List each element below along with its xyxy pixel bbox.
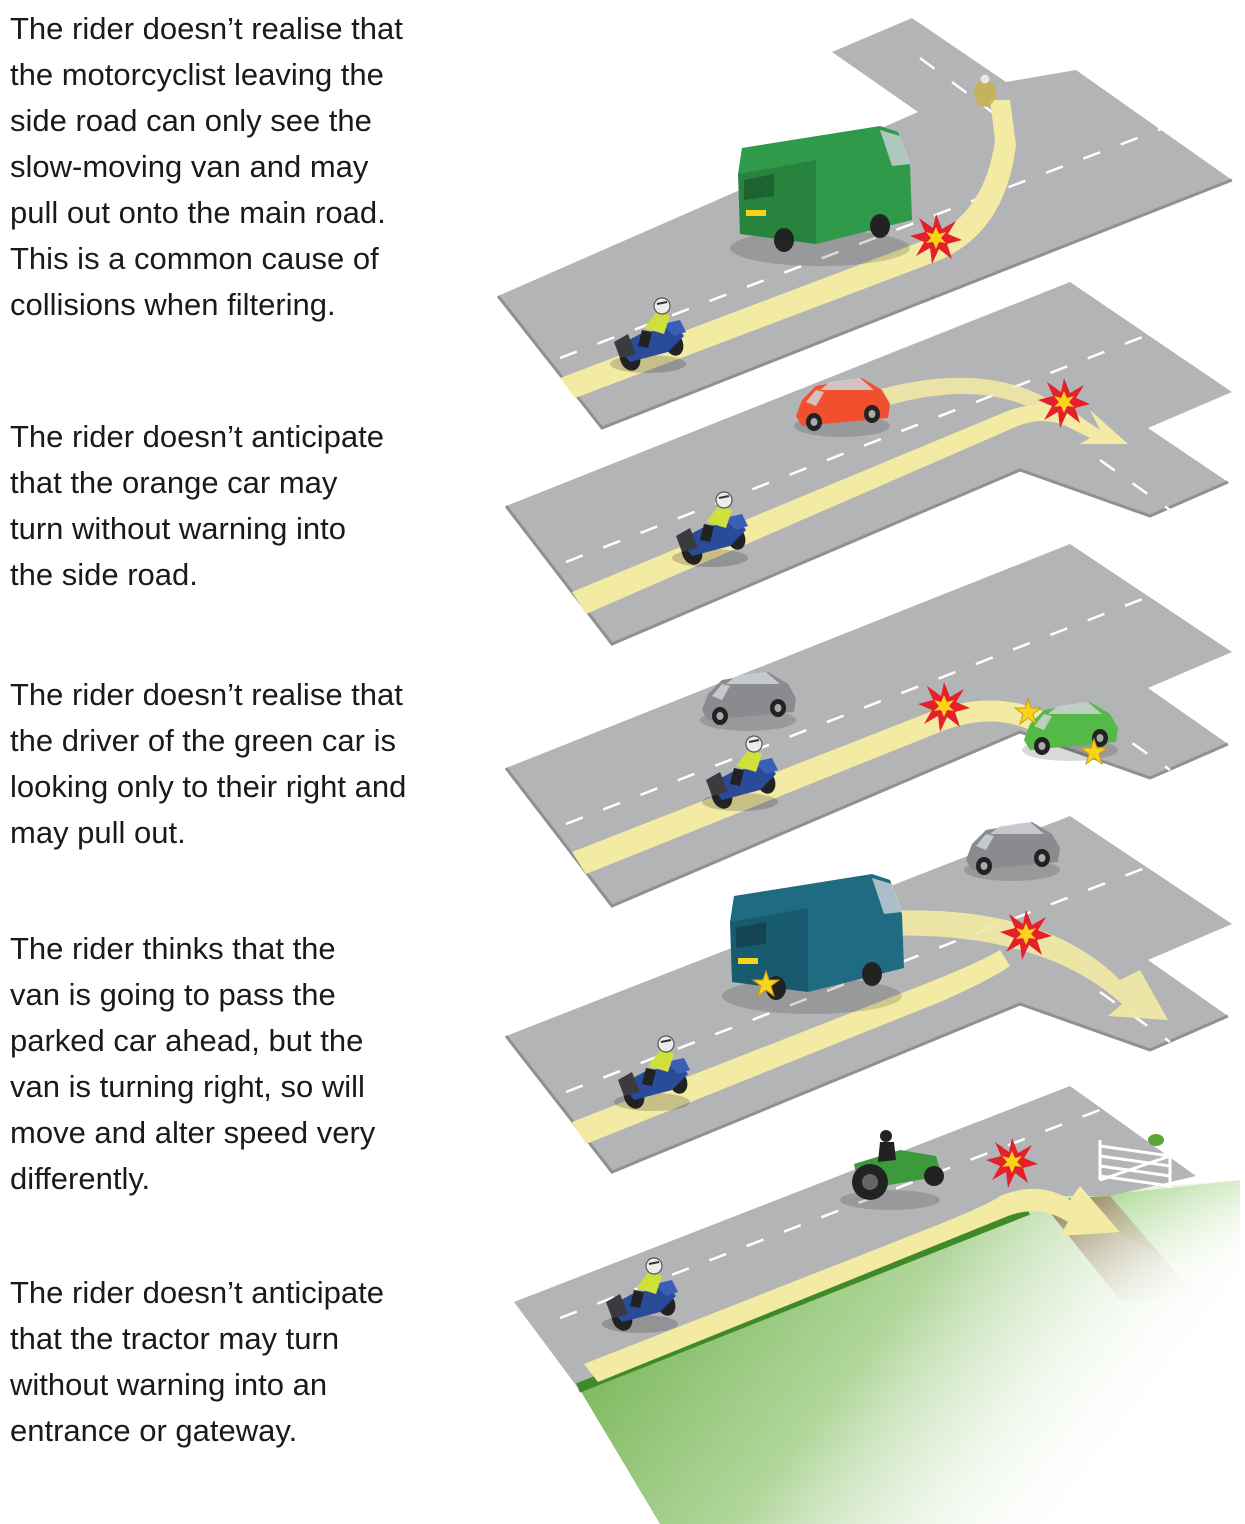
grass-verge xyxy=(580,1180,1240,1524)
caption-scenario-2: The rider doesn’t anticipate that the or… xyxy=(10,419,384,592)
caption-scenario-4: The rider thinks that the van is going t… xyxy=(10,931,376,1196)
lane-markings xyxy=(565,318,1187,564)
green-van-icon xyxy=(730,126,912,266)
scene-5 xyxy=(514,1086,1240,1524)
hazard-path xyxy=(572,404,1128,614)
hazard-path xyxy=(572,700,1060,874)
green-tractor-icon xyxy=(840,1130,944,1210)
grey-car-icon xyxy=(700,672,796,731)
caption-scenario-3: The rider doesn’t realise that the drive… xyxy=(10,677,407,850)
scene-2 xyxy=(504,282,1232,646)
lane-markings xyxy=(559,1104,1111,1320)
teal-van-icon xyxy=(722,874,904,1014)
oncoming-motorcycle-icon xyxy=(974,74,996,107)
gate-icon xyxy=(1098,1134,1172,1188)
scene-3 xyxy=(504,544,1232,908)
scene-1 xyxy=(496,18,1233,430)
scene-4 xyxy=(504,816,1232,1174)
hazard-path xyxy=(584,1186,1120,1382)
caption-scenario-1: The rider doesn’t realise that the motor… xyxy=(10,11,403,322)
caption-scenario-5: The rider doesn’t anticipate that the tr… xyxy=(10,1275,384,1448)
parked-grey-car-icon xyxy=(964,822,1060,881)
